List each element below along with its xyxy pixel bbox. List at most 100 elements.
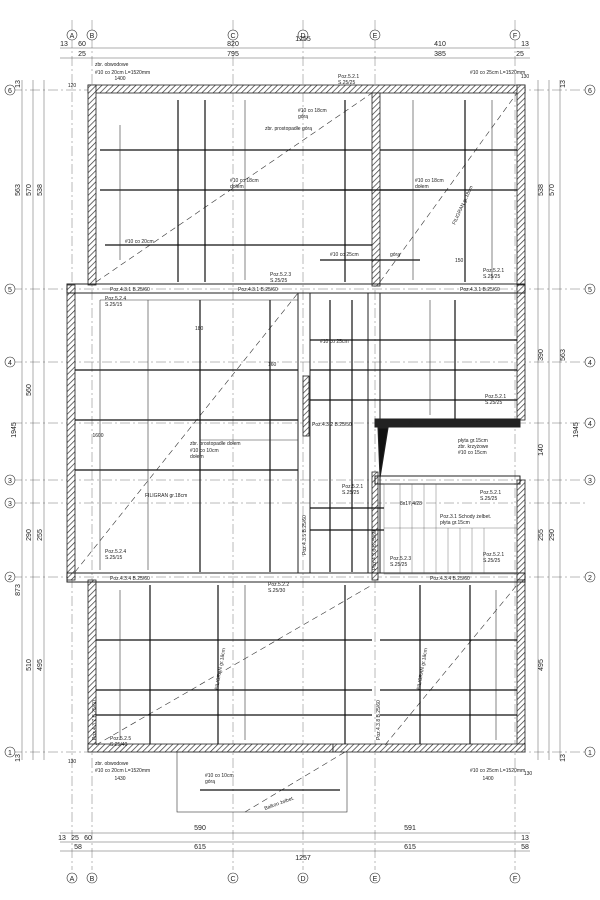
label-plyta2: płyta gr.15cm <box>440 520 470 526</box>
label-beam-431-b: Poz.4.3.1 B.25/60 <box>238 287 278 293</box>
dim-left-560: 560 <box>26 384 33 396</box>
dim-top-13r: 13 <box>521 41 529 48</box>
axis-D-bottom: D <box>300 876 305 883</box>
label-beam-435: Poz.4.3.5 B.25/60 <box>302 515 308 555</box>
axis-labels: A B C D E F A B C D E F 6 5 4 3 3 2 1 6 … <box>8 33 592 883</box>
dim-top-25: 25 <box>78 51 86 58</box>
dim-top-total: 1255 <box>295 36 311 43</box>
label-s2525-d: S.25/25 <box>485 400 502 406</box>
label-beam-431-c: Poz.4.3.1 B.25/60 <box>460 287 500 293</box>
label-rebar-main-top: #10 co 18cm <box>298 108 327 114</box>
dim-bot-591: 591 <box>404 825 416 832</box>
axis-6-left: 6 <box>8 88 12 95</box>
dim-top-60: 60 <box>78 41 86 48</box>
label-poz522: Poz.5.2.2 <box>268 582 289 588</box>
axis-E-bottom: E <box>373 876 378 883</box>
dim-bot-13: 13 <box>58 835 66 842</box>
dimension-lines <box>21 47 561 852</box>
label-beam-432: Poz.4.3.2 B.25/50 <box>312 422 352 428</box>
label-d125: 125 <box>405 421 414 427</box>
dim-right-495: 495 <box>538 659 545 671</box>
axis-bubbles <box>4 29 596 884</box>
dim-small-1430: 1430 <box>114 776 125 782</box>
label-rebar-10co18-dolem: #10 co 18cm <box>230 178 259 184</box>
left-dimensions: 13 563 570 538 560 1945 290 255 873 510 … <box>11 80 44 762</box>
dim-left-13b: 13 <box>15 754 22 762</box>
label-balkon: Balkon żelbet. <box>264 795 296 811</box>
label-beam-438: Poz.4.3.8 B.25/60 <box>376 700 382 740</box>
dim-bot-13r: 13 <box>521 835 529 842</box>
right-dimensions: 13 570 538 563 390 1945 140 255 290 495 … <box>538 80 580 762</box>
axis-2-left: 2 <box>8 575 12 582</box>
label-zbr-obwodowe-top: zbr. obwodowe <box>95 62 129 68</box>
dim-right-290: 290 <box>549 529 556 541</box>
label-dolem-a: dołem <box>230 184 244 190</box>
dim-left-495: 495 <box>37 659 44 671</box>
label-poz521-e: Poz.5.2.1 <box>480 490 501 496</box>
label-poz521-f: Poz.5.2.1 <box>483 552 504 558</box>
label-s2540: S.25/40 <box>110 742 127 748</box>
label-zbr-krzyzowe: zbr. krzyżowe <box>458 444 489 450</box>
axis-6-right: 6 <box>588 88 592 95</box>
label-gora-b: górą <box>390 252 400 258</box>
dim-top-795: 795 <box>227 51 239 58</box>
axis-1-left: 1 <box>8 750 12 757</box>
axis-3-right: 3 <box>588 478 592 485</box>
label-d160: 160 <box>268 362 277 368</box>
label-dolem-b: dołem <box>190 454 204 460</box>
dim-bot-total: 1257 <box>295 855 311 862</box>
dim-right-563: 563 <box>560 349 567 361</box>
rebar-lines[interactable] <box>75 100 517 791</box>
label-filigran-a: FILIGRAN gr.18cm <box>451 185 474 226</box>
label-poz524-a: Poz.5.2.4 <box>105 296 126 302</box>
dim-bot-590: 590 <box>194 825 206 832</box>
beams <box>66 283 526 583</box>
label-d180: 180 <box>195 326 204 332</box>
annotations: zbr. obwodowe #10 co 20cm L=1520mm #10 c… <box>92 62 525 812</box>
label-filigran-c: FILIGRAN gr.18cm <box>214 648 227 691</box>
label-poz521-b: Poz.5.2.1 <box>483 268 504 274</box>
label-s2525-f: S.25/25 <box>480 496 497 502</box>
axis-1-right: 1 <box>588 750 592 757</box>
label-filigran-b: FILIGRAN gr.18cm <box>145 493 187 499</box>
label-rebar-bot-right: #10 co 25cm L=1520mm <box>470 768 525 774</box>
dim-left-13: 13 <box>15 80 22 88</box>
dim-right-255: 255 <box>538 529 545 541</box>
axis-3b-left: 3 <box>8 501 12 508</box>
dim-left-290: 290 <box>26 529 33 541</box>
dim-top-25r: 25 <box>516 51 524 58</box>
dim-bot-60: 60 <box>84 835 92 842</box>
label-rebar-right-top: #10 co 18cm <box>415 178 444 184</box>
axis-2-right: 2 <box>588 575 592 582</box>
label-s2525-b: S.25/25 <box>270 278 287 284</box>
dim-left-563: 563 <box>15 184 22 196</box>
dim-small-1400b: 1400 <box>482 776 493 782</box>
dim-top-820: 820 <box>227 41 239 48</box>
dim-left-255: 255 <box>37 529 44 541</box>
label-s2525-c: S.25/25 <box>483 274 500 280</box>
label-filigran-d: FILIGRAN gr.18cm <box>416 648 429 691</box>
dim-small-130a: 130 <box>521 74 530 80</box>
label-rebar-bot-left: #10 co 20cm L=1520mm <box>95 768 150 774</box>
axis-4-left: 4 <box>8 360 12 367</box>
axis-4-right: 4 <box>588 360 592 367</box>
dim-bot-58: 58 <box>74 844 82 851</box>
dim-right-13b: 13 <box>560 754 567 762</box>
distribution-arrows <box>99 100 497 740</box>
label-zbr-prost-dolem: zbr. prostopadłe dołem <box>190 441 241 447</box>
label-zbr-obwodowe-bot: zbr. obwodowe <box>95 761 129 767</box>
dim-right-538: 538 <box>538 184 545 196</box>
label-poz523: Poz.5.2.3 <box>270 272 291 278</box>
label-plyta: płyta gr.15cm <box>458 438 488 444</box>
label-s2525-a: S.25/25 <box>338 80 355 86</box>
dim-small-130c: 130 <box>524 771 533 777</box>
axis-E-top: E <box>373 33 378 40</box>
dim-right-570: 570 <box>549 184 556 196</box>
label-gora-c: górą <box>205 779 215 785</box>
label-rebar-top-left: #10 co 20cm L=1520mm <box>95 70 150 76</box>
label-poz524-b: Poz.5.2.4 <box>105 549 126 555</box>
dim-left-1945: 1945 <box>11 422 18 438</box>
dim-right-1945: 1945 <box>573 422 580 438</box>
label-rebar-10co15: #10 co 15cm <box>458 450 487 456</box>
label-poz521-c: Poz.5.2.1 <box>485 394 506 400</box>
